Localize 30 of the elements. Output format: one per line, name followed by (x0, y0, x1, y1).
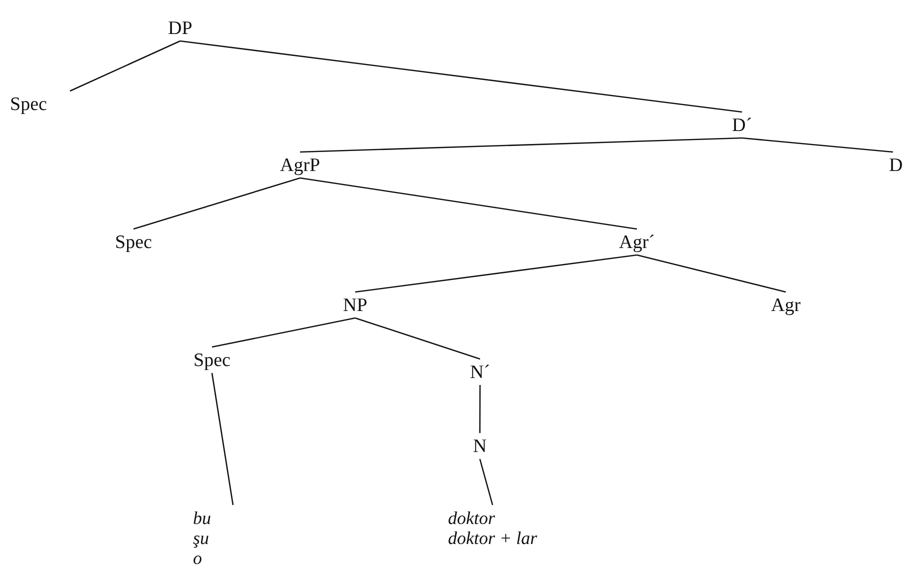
tree-label: N´ (470, 362, 490, 384)
tree-label: AgrP (280, 155, 320, 177)
tree-branch (355, 254, 638, 293)
tree-branch (180, 40, 742, 113)
tree-label: D´ (732, 115, 752, 137)
tree-branch (211, 372, 234, 506)
example-word: bu (193, 508, 211, 528)
tree-label: Spec (194, 350, 230, 372)
tree-branch (354, 317, 480, 360)
tree-label: DP (168, 18, 192, 40)
example-word: o (193, 548, 203, 568)
tree-branch (70, 40, 180, 92)
tree-label: Spec (10, 94, 47, 116)
tree-branch (479, 458, 494, 506)
tree-branch (133, 177, 300, 230)
tree-branch (479, 385, 481, 433)
example-word: şu (193, 528, 210, 548)
tree-label: Spec (115, 232, 152, 254)
tree-branch (212, 317, 356, 348)
tree-branch (300, 137, 742, 153)
tree-branch (300, 177, 638, 230)
tree-branch (636, 254, 786, 293)
example-word: doktor + lar (448, 528, 538, 548)
tree-label: N (473, 436, 487, 458)
tree-label: D (889, 155, 903, 177)
tree-label: NP (343, 295, 368, 317)
example-word: doktor (448, 508, 496, 528)
tree-label: Agr´ (619, 232, 655, 254)
tree-branch (742, 137, 894, 153)
tree-label: Agr (771, 295, 801, 317)
